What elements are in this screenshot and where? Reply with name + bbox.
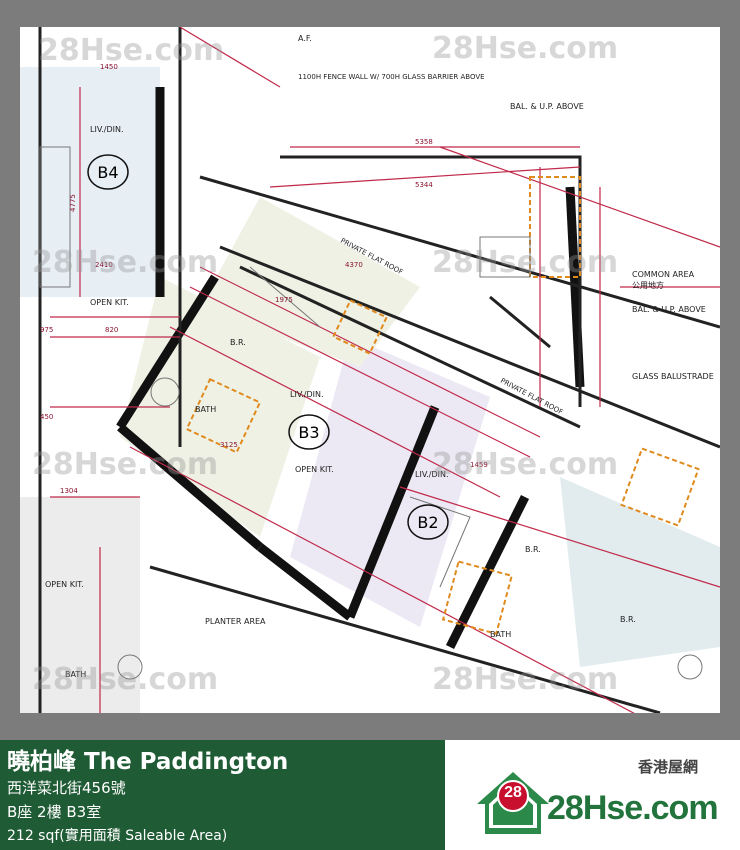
unit-label-b2: B2	[417, 513, 438, 532]
label-liv-din-b4: LIV./DIN.	[90, 125, 124, 134]
unit-label-b3: B3	[298, 423, 319, 442]
watermark: 28Hse.com	[432, 662, 619, 697]
label-open-kit-b3: OPEN KIT.	[295, 465, 334, 474]
label-private-flat-roof-2: PRIVATE FLAT ROOF	[499, 377, 564, 417]
dim-4775: 4775	[69, 194, 77, 212]
dim-5344: 5344	[415, 181, 433, 189]
label-planter: PLANTER AREA	[205, 617, 266, 626]
property-title: 曉柏峰 The Paddington	[7, 749, 289, 775]
watermark: 28Hse.com	[32, 447, 219, 482]
label-open-kit-lower: OPEN KIT.	[45, 580, 84, 589]
label-liv-din-b3: LIV./DIN.	[290, 390, 324, 399]
label-bal-up-2: BAL. & U.P. ABOVE	[632, 305, 706, 314]
label-bath-lower: BATH	[65, 670, 86, 679]
property-area: 212 sqf(實用面積 Saleable Area)	[7, 828, 228, 844]
label-liv-din-b2: LIV./DIN.	[415, 470, 449, 479]
dim-1975: 1975	[275, 296, 293, 304]
dim-450: 450	[40, 413, 53, 421]
label-br-right: B.R.	[620, 615, 636, 624]
dim-1450: 1450	[100, 63, 118, 71]
label-br-b3: B.R.	[230, 338, 246, 347]
house-logo-icon	[477, 772, 549, 834]
label-open-kit-b4: OPEN KIT.	[90, 298, 129, 307]
label-af: A.F.	[298, 34, 312, 43]
brand-name: 28Hse.com	[547, 789, 719, 827]
property-address: 西洋菜北街456號	[7, 779, 126, 797]
dim-2410: 2410	[95, 261, 113, 269]
brand-panel: 28 香港屋網 28Hse.com	[445, 740, 740, 850]
floor-plan: B4 B3 B2 A.F. 1100H FENCE WALL W/ 700H G…	[20, 27, 720, 713]
label-bath-b2: BATH	[490, 630, 511, 639]
label-bath-b3: BATH	[195, 405, 216, 414]
logo-badge: 28	[504, 784, 522, 801]
watermark: 28Hse.com	[432, 447, 619, 482]
label-common-area-cn: 公用地方	[632, 280, 664, 290]
property-unit: B座 2樓 B3室	[7, 803, 102, 821]
listing-info-panel: 曉柏峰 The Paddington 西洋菜北街456號 B座 2樓 B3室 2…	[0, 740, 445, 850]
watermark: 28Hse.com	[432, 245, 619, 280]
watermark: 28Hse.com	[32, 245, 219, 280]
dim-820: 820	[105, 326, 118, 334]
dim-1304: 1304	[60, 487, 78, 495]
watermark: 28Hse.com	[432, 31, 619, 66]
dim-5358: 5358	[415, 138, 433, 146]
label-fence: 1100H FENCE WALL W/ 700H GLASS BARRIER A…	[298, 73, 485, 81]
dim-1459: 1459	[470, 461, 488, 469]
watermark: 28Hse.com	[38, 33, 225, 68]
unit-label-b4: B4	[97, 163, 118, 182]
label-bal-up: BAL. & U.P. ABOVE	[510, 102, 584, 111]
floor-plan-drawing: B4 B3 B2 A.F. 1100H FENCE WALL W/ 700H G…	[20, 27, 720, 713]
dim-4370: 4370	[345, 261, 363, 269]
label-common-area: COMMON AREA	[632, 270, 695, 279]
dim-975: 975	[40, 326, 53, 334]
dim-3125: 3125	[220, 441, 238, 449]
label-br-b2: B.R.	[525, 545, 541, 554]
brand-chinese-name: 香港屋網	[637, 758, 698, 776]
label-glass-balustrade: GLASS BALUSTRADE	[632, 372, 714, 381]
watermark: 28Hse.com	[32, 662, 219, 697]
